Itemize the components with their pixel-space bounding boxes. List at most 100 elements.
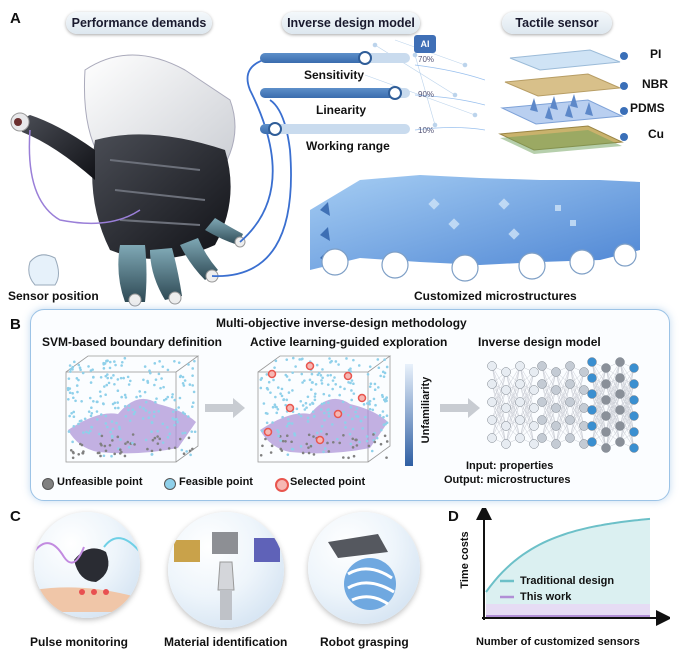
scatter-point <box>131 433 135 436</box>
scatter-point <box>113 360 116 363</box>
linearity-slider-knob[interactable] <box>388 86 402 100</box>
scatter-point <box>275 411 279 415</box>
sensitivity-slider-fill <box>260 53 365 63</box>
scatter-point <box>349 367 352 370</box>
scatter-point <box>269 391 272 394</box>
scatter-point <box>119 438 122 441</box>
scatter-point <box>334 383 338 386</box>
scatter-point <box>362 403 366 406</box>
x-axis-label: Number of customized sensors <box>476 636 640 648</box>
scatter-point <box>191 384 194 387</box>
scatter-point <box>354 410 357 414</box>
scatter-point <box>383 358 386 362</box>
scatter-point <box>162 385 165 389</box>
scatter-point <box>107 381 111 385</box>
scatter-point <box>321 368 324 371</box>
network-node <box>551 421 561 431</box>
network-edge <box>519 371 535 421</box>
scatter-point <box>366 372 370 376</box>
scatter-point <box>311 410 315 414</box>
scatter-point <box>279 439 282 442</box>
working-range-slider-knob[interactable] <box>268 122 282 136</box>
scatter-point <box>72 396 75 400</box>
scatter-point <box>361 427 364 430</box>
scatter-point <box>344 421 347 424</box>
scatter-point <box>108 360 112 364</box>
scatter-point <box>155 397 158 400</box>
network-edge <box>519 371 535 403</box>
selected-point <box>285 403 295 413</box>
network-edge <box>491 407 507 439</box>
network-node <box>501 403 511 413</box>
scatter-point <box>127 446 131 449</box>
scatter-point <box>143 390 147 394</box>
scatter-point <box>68 414 71 418</box>
scatter-point <box>371 408 375 412</box>
network-node <box>587 357 597 367</box>
network-node <box>529 439 539 449</box>
scatter-point <box>301 357 304 361</box>
scatter-point <box>334 360 338 363</box>
legend-traditional-design-label: Traditional design <box>520 575 615 587</box>
scatter-point <box>171 393 174 396</box>
network-node <box>537 379 547 389</box>
scatter-point <box>161 441 165 444</box>
scatter-point <box>269 451 273 454</box>
scatter-point <box>351 427 355 431</box>
scatter-point <box>385 396 389 399</box>
network-edge <box>541 371 557 439</box>
sensitivity-slider-knob[interactable] <box>358 51 372 65</box>
scatter-point <box>287 391 291 394</box>
network-edge <box>491 389 507 439</box>
scatter-point <box>299 400 303 403</box>
network-edge <box>491 371 507 439</box>
working-range-slider[interactable] <box>260 122 410 136</box>
scatter-point <box>81 451 85 455</box>
scatter-point <box>351 437 355 441</box>
linearity-slider[interactable] <box>260 86 410 100</box>
sensitivity-slider[interactable] <box>260 51 410 65</box>
network-edge <box>619 415 635 443</box>
scatter-point <box>343 387 346 391</box>
network-node <box>601 443 611 453</box>
scatter-point <box>87 365 90 368</box>
scatter-point <box>77 452 81 456</box>
scatter-point <box>331 440 335 444</box>
scatter-point <box>291 371 294 374</box>
scatter-point <box>115 421 118 425</box>
scatter-point <box>368 402 371 406</box>
scatter-point <box>105 383 109 387</box>
scatter-point <box>177 361 181 364</box>
scatter-point <box>273 366 276 369</box>
scatter-point <box>173 423 176 427</box>
scatter-point <box>102 367 106 370</box>
scatter-point <box>326 374 330 377</box>
scatter-point <box>285 434 289 438</box>
scatter-point <box>383 434 387 438</box>
scatter-point <box>372 433 375 436</box>
linearity-slider-fill <box>260 88 395 98</box>
scatter-point <box>150 421 154 424</box>
scatter-point <box>103 362 107 365</box>
scatter-point <box>68 391 72 395</box>
scatter-point <box>87 410 91 413</box>
scatter-point <box>100 443 103 447</box>
scatter-point <box>280 449 284 452</box>
scatter-point <box>369 382 373 385</box>
scatter-point <box>383 399 387 403</box>
time-cost-chart <box>476 508 670 626</box>
scatter-point <box>365 435 369 438</box>
scatter-point <box>173 398 177 402</box>
scatter-point <box>330 359 333 363</box>
scatter-point <box>259 378 263 381</box>
scatter-point <box>126 375 130 379</box>
scatter-point <box>150 430 153 434</box>
scatter-point <box>178 437 182 441</box>
network-node <box>565 415 575 425</box>
scatter-point <box>109 430 112 434</box>
scatter-point <box>351 446 355 449</box>
scatter-point <box>106 373 109 376</box>
network-node <box>551 439 561 449</box>
unfamiliarity-label: Unfamiliarity <box>420 376 432 444</box>
scatter-point <box>124 442 127 445</box>
